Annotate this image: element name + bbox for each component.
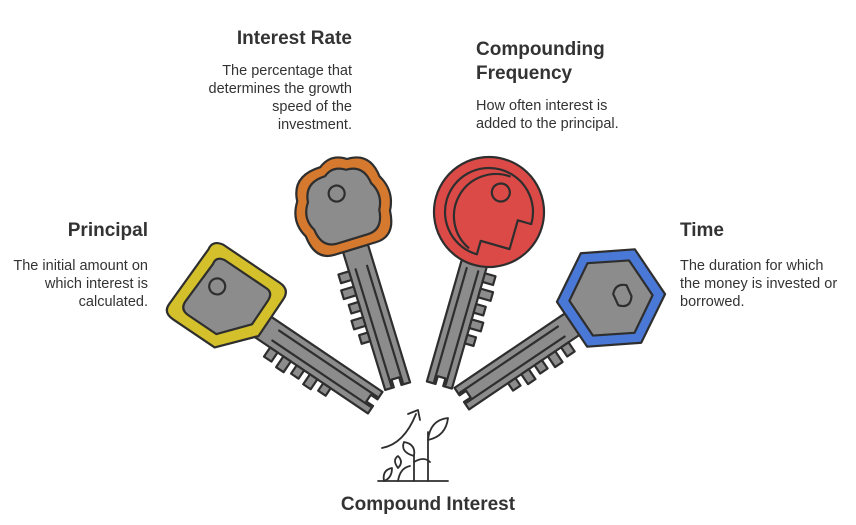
principal-desc-line: which interest is bbox=[44, 276, 148, 292]
interest-rate-desc-line: determines the growth bbox=[208, 81, 352, 97]
compounding-frequency-desc-line: added to the principal. bbox=[476, 116, 619, 132]
interest-rate-desc-line: investment. bbox=[277, 117, 352, 133]
principal-desc-line: calculated. bbox=[78, 294, 148, 310]
compounding-frequency-desc-line: How often interest is bbox=[476, 98, 608, 114]
principal-desc-line: The initial amount on bbox=[13, 258, 148, 274]
principal-title: Principal bbox=[67, 220, 148, 241]
time-desc-line: The duration for which bbox=[680, 258, 824, 274]
time-desc-line: borrowed. bbox=[680, 294, 745, 310]
red-key-icon bbox=[425, 155, 546, 390]
compound-interest-title: Compound Interest bbox=[340, 494, 516, 515]
blue-key-icon bbox=[453, 248, 667, 411]
compounding-frequency-title: Compounding Frequency bbox=[476, 38, 696, 86]
time-title: Time bbox=[680, 220, 725, 241]
interest-rate-desc-line: speed of the bbox=[272, 99, 352, 115]
compounding-frequency-description: How often interest is added to the princ… bbox=[476, 97, 696, 133]
principal-description: The initial amount on which interest is … bbox=[0, 257, 148, 311]
time-description: The duration for which the money is inve… bbox=[680, 257, 856, 311]
orange-key-icon bbox=[294, 156, 412, 392]
yellow-key-icon bbox=[165, 241, 384, 415]
interest-rate-description: The percentage that determines the growt… bbox=[150, 62, 352, 134]
compounding-frequency-title-line: Compounding bbox=[476, 39, 605, 60]
growing-plant-icon bbox=[377, 409, 449, 482]
interest-rate-desc-line: The percentage that bbox=[222, 63, 352, 79]
compounding-frequency-title-line: Frequency bbox=[476, 63, 573, 84]
time-desc-line: the money is invested or bbox=[680, 276, 838, 292]
interest-rate-title: Interest Rate bbox=[236, 28, 352, 49]
